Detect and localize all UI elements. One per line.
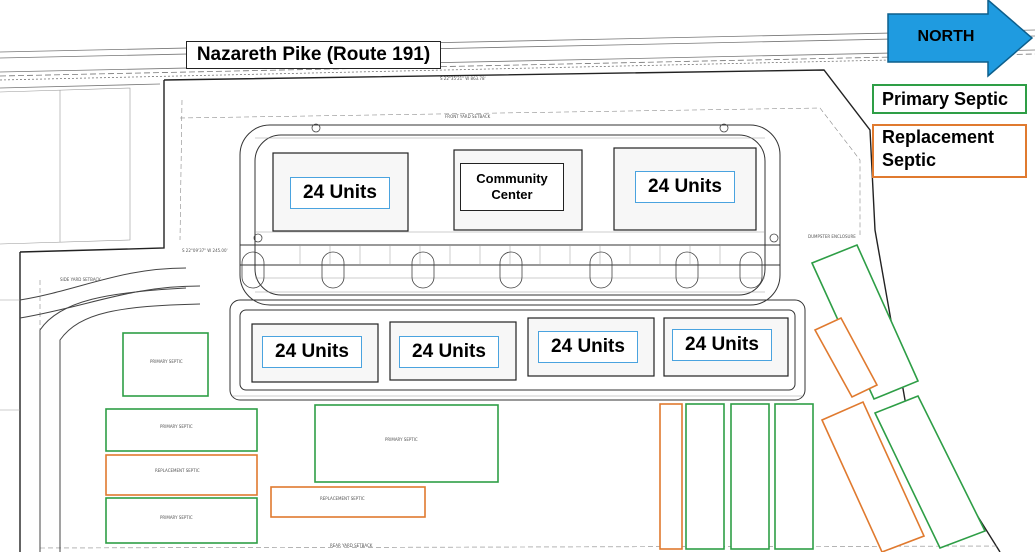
building-label-6: 24 Units [672,329,772,361]
primary-septic-fields [105,243,987,550]
septic-field-notes: PRIMARY SEPTIC PRIMARY SEPTIC REPLACEMEN… [60,76,856,548]
note-primary-4: PRIMARY SEPTIC [385,437,418,442]
lower-parking [229,299,806,401]
community-center-line1: Community [476,171,548,187]
note-side-setback: SIDE YARD SETBACK [60,277,101,282]
note-bearing-2: S 22°09'37" W 245.00' [182,248,228,253]
north-arrow-label: NORTH [917,28,975,45]
road-lines [0,29,1035,89]
landscape-islands [241,123,779,289]
access-drive [19,267,201,552]
building-label-1: 24 Units [290,177,390,209]
neighbor-parcels [0,87,131,411]
legend-replacement-line1: Replacement [882,127,995,147]
note-bearing-1: S 22°35'21" W 863.78' [440,76,486,81]
note-primary-3: PRIMARY SEPTIC [160,515,193,520]
setback-lines [39,99,1001,549]
note-rear-setback: REAR YARD SETBACK [330,543,373,548]
legend-replacement-septic: Replacement Septic [872,124,1027,178]
note-primary-2: PRIMARY SEPTIC [160,424,193,429]
note-dumpster: DUMPSTER ENCLOSURE [808,234,856,239]
note-replacement-2: REPLACEMENT SEPTIC [320,496,365,501]
community-center-line2: Center [491,187,533,202]
legend-replacement-line2: Septic [882,149,937,170]
note-primary-1: PRIMARY SEPTIC [150,359,183,364]
legend-primary-septic: Primary Septic [872,84,1027,114]
replacement-septic-fields [105,316,926,552]
community-center-label: Community Center [460,163,564,211]
north-arrow-icon [887,0,1034,78]
parking-stalls [255,137,765,293]
building-label-4: 24 Units [399,336,499,368]
building-label-2: 24 Units [635,171,735,203]
road-label: Nazareth Pike (Route 191) [186,41,441,69]
building-label-5: 24 Units [538,331,638,363]
building-label-3: 24 Units [262,336,362,368]
note-replacement-1: REPLACEMENT SEPTIC [155,468,200,473]
note-front-setback: FRONT YARD SETBACK [445,114,491,119]
